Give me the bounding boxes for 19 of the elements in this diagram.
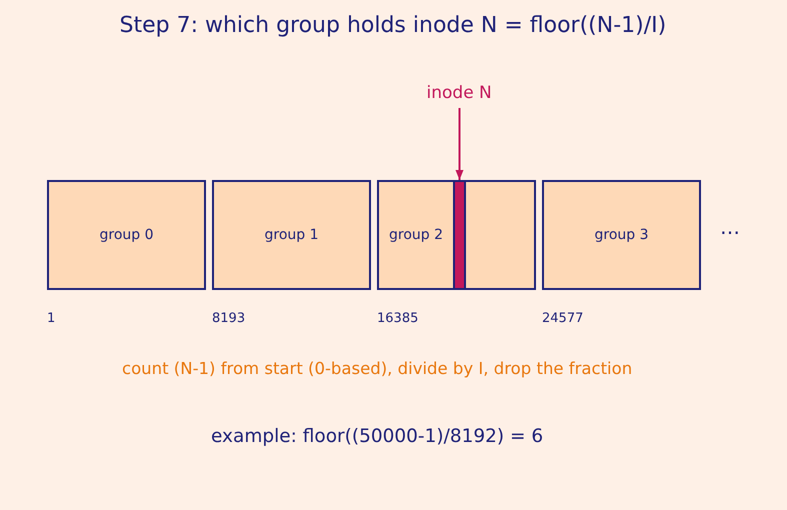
start-inode-number: 1 [47, 310, 56, 326]
explanation-note: count (N-1) from start (0-based), divide by I, drop the fraction [122, 358, 632, 378]
title: Step 7: which group holds inode N = floor((N-1)/I) [120, 12, 666, 38]
start-inode-number: 16385 [377, 310, 418, 326]
arrow [456, 108, 464, 180]
ellipsis: ⋯ [720, 220, 740, 244]
group-label: group 3 [594, 227, 649, 243]
block-group-box [212, 180, 371, 290]
inode-marker [453, 180, 466, 290]
start-inode-number: 24577 [542, 310, 584, 326]
block-group-box [542, 180, 701, 290]
inode-label: inode N [426, 83, 492, 103]
group-label: group 2 [388, 227, 444, 243]
start-inode-number: 8193 [212, 310, 246, 326]
block-group-box [377, 180, 536, 290]
block-group-box [47, 180, 206, 290]
example-formula: example: floor((50000-1)/8192) = 6 [211, 426, 544, 446]
group-label: group 1 [264, 227, 319, 243]
group-label: group 0 [99, 227, 154, 243]
